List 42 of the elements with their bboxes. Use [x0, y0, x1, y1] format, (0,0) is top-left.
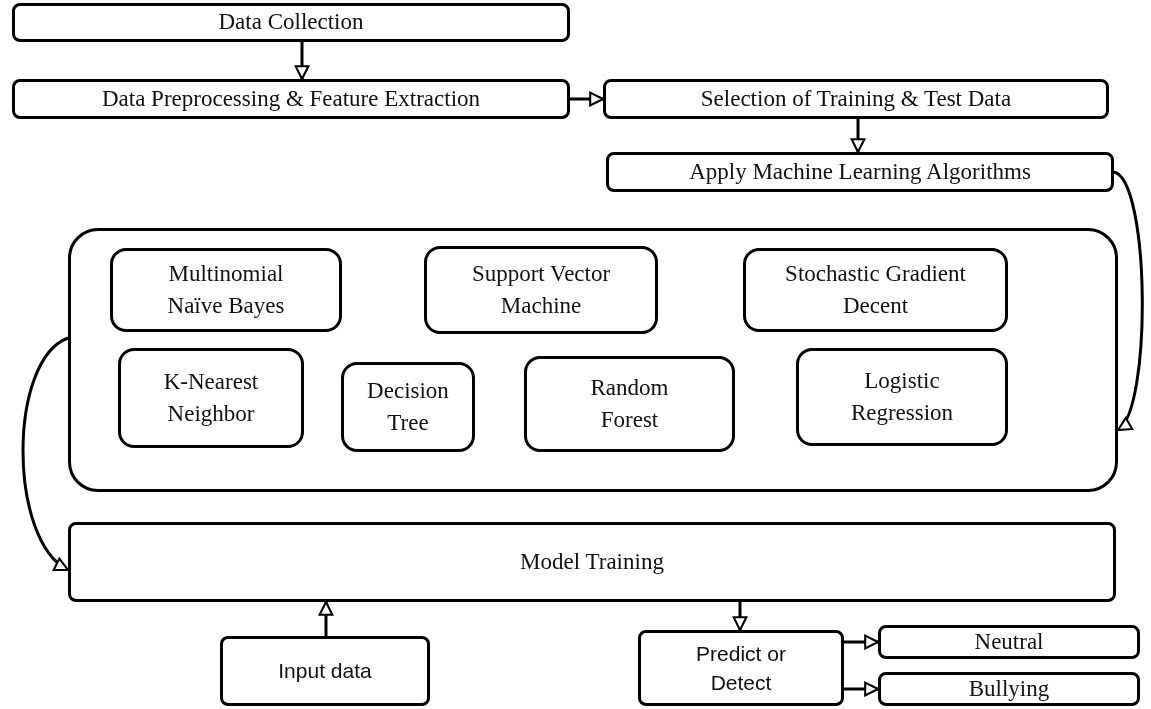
process-box [12, 79, 570, 119]
node-label: Neutral [974, 627, 1044, 656]
node-label: Random Forest [589, 373, 670, 434]
node-label: Data Collection [218, 8, 364, 37]
node-label: Decision Tree [366, 376, 450, 437]
process-box [606, 152, 1114, 192]
process-box [220, 636, 430, 706]
process-box [603, 79, 1109, 119]
process-box [12, 3, 570, 42]
group-container [68, 228, 1118, 492]
process-box [638, 630, 844, 706]
algorithm-box [524, 356, 735, 452]
node-label: Bullying [968, 674, 1050, 703]
algorithm-box [424, 246, 658, 334]
node-label: Apply Machine Learning Algorithms [689, 157, 1031, 186]
process-box [878, 672, 1140, 706]
process-box [68, 522, 1116, 602]
process-box [878, 625, 1140, 659]
algorithm-box [796, 348, 1008, 446]
arrow [1113, 170, 1144, 432]
node-label: Support Vector Machine [470, 259, 612, 320]
arrow [21, 336, 70, 572]
arrow [732, 602, 748, 632]
node-label: Multinomial Naïve Bayes [166, 259, 286, 320]
node-label: Stochastic Gradient Decent [784, 259, 967, 320]
node-label: Data Preprocessing & Feature Extraction [101, 84, 481, 113]
node-label: Input data [278, 658, 372, 685]
arrow [294, 42, 310, 81]
node-label: Model Training [520, 547, 664, 576]
arrow [570, 91, 605, 107]
arrow [844, 681, 880, 697]
arrow [318, 600, 334, 636]
arrow [844, 634, 880, 650]
arrow [850, 119, 866, 154]
node-label: K-Nearest Neighbor [162, 367, 260, 428]
node-label: Selection of Training & Test Data [700, 84, 1012, 113]
algorithm-box [743, 248, 1008, 332]
node-label: Logistic Regression [849, 366, 955, 427]
algorithm-box [118, 348, 304, 448]
node-label: Predict or Detect [695, 640, 787, 696]
algorithm-box [110, 248, 342, 332]
algorithm-box [341, 362, 475, 452]
